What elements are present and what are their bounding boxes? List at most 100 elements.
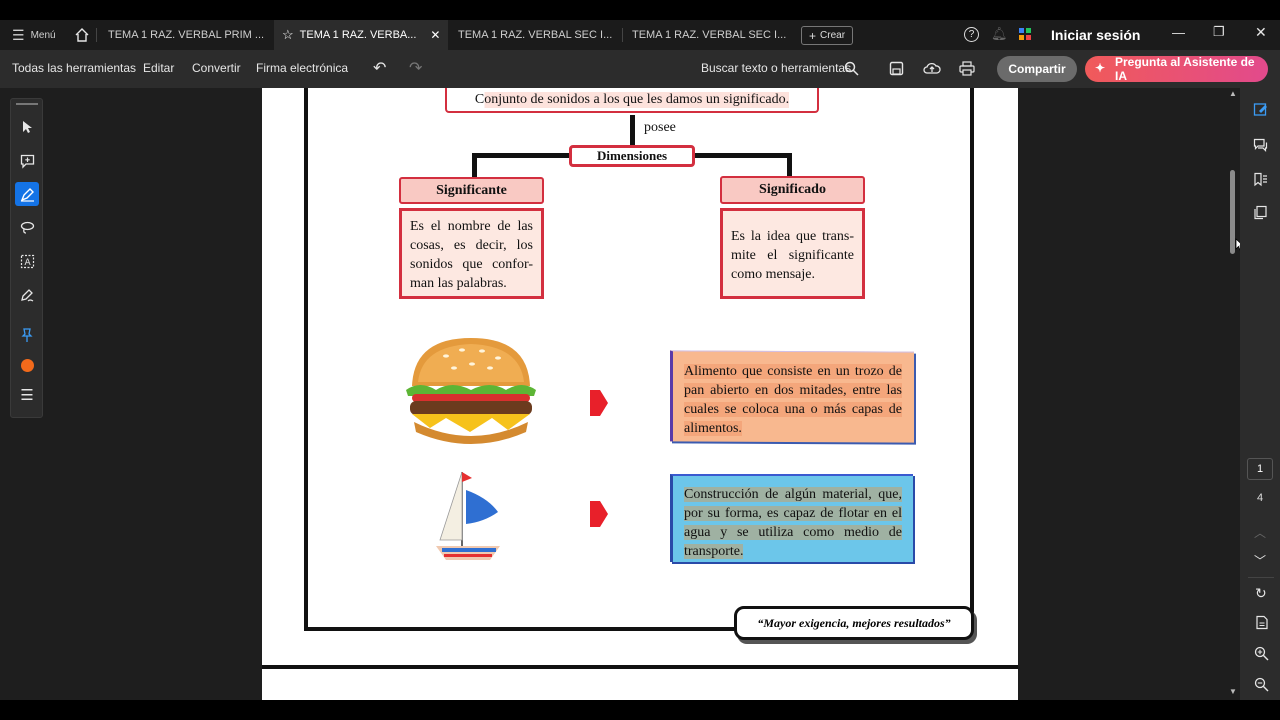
- color-picker-icon[interactable]: [15, 353, 39, 377]
- edit-pdf-icon[interactable]: [1248, 98, 1272, 120]
- signifier-title: Significante: [436, 182, 507, 198]
- burger-definition-text: Alimento que consiste en un trozo de pan…: [684, 364, 902, 436]
- signified-title: Significado: [759, 182, 826, 197]
- refresh-icon[interactable]: ↻: [1255, 585, 1267, 601]
- tab-divider: [96, 28, 97, 42]
- search-icon[interactable]: [844, 61, 859, 76]
- panel-grip: [16, 103, 38, 105]
- connector-right-horizontal: [692, 153, 792, 158]
- dimensions-header: Dimensiones: [569, 145, 695, 167]
- motto-text: “Mayor exigencia, mejores resultados”: [757, 615, 951, 630]
- quick-tools-panel: A ☰: [10, 98, 43, 418]
- comments-icon[interactable]: [1248, 134, 1272, 156]
- hamburger-image: [406, 338, 536, 444]
- share-button[interactable]: Compartir: [997, 56, 1077, 82]
- signified-text: Es la idea que trans-mite el significant…: [731, 229, 854, 282]
- pdf-page: Conjunto de sonidos a los que les damos …: [262, 88, 1018, 700]
- minimize-icon[interactable]: —: [1172, 25, 1185, 40]
- more-tools-icon[interactable]: ☰: [20, 387, 34, 404]
- bookmarks-icon[interactable]: [1248, 168, 1272, 190]
- save-icon[interactable]: [889, 61, 904, 76]
- motto-banner: “Mayor exigencia, mejores resultados”: [734, 606, 974, 640]
- undo-icon[interactable]: ↶: [373, 60, 387, 77]
- svg-text:A: A: [24, 258, 31, 268]
- page-break: [262, 665, 1018, 669]
- connector-left-horizontal: [472, 153, 572, 158]
- tab-label: TEMA 1 RAZ. VERBA...: [299, 29, 417, 41]
- page-frame: [304, 88, 974, 631]
- tab-label: TEMA 1 RAZ. VERBAL PRIM ...: [108, 29, 265, 41]
- bell-icon[interactable]: 🔔︎: [991, 26, 1008, 41]
- right-panel-rail: [1240, 88, 1280, 700]
- close-tab-icon[interactable]: ✕: [430, 28, 441, 42]
- zoom-in-icon[interactable]: [1254, 646, 1269, 661]
- pages-icon[interactable]: [1248, 201, 1272, 223]
- top-definition-box: Conjunto de sonidos a los que les damos …: [445, 88, 819, 113]
- apps-grid-icon[interactable]: [1018, 27, 1033, 42]
- create-label: Crear: [820, 30, 846, 41]
- tab-divider: [622, 28, 623, 42]
- signifier-header: Significante: [399, 177, 544, 204]
- highlight-pen-icon[interactable]: [15, 182, 39, 206]
- add-comment-icon[interactable]: [15, 149, 39, 173]
- tab-4[interactable]: TEMA 1 RAZ. VERBAL SEC I...: [624, 20, 796, 50]
- page-file-icon[interactable]: [1255, 615, 1269, 630]
- ai-assistant-label: Pregunta al Asistente de IA: [1115, 55, 1255, 83]
- menu-label: Menú: [30, 29, 56, 41]
- sign-pen-icon[interactable]: [15, 283, 39, 307]
- vertical-scrollbar[interactable]: ▲ ▼: [1227, 88, 1240, 700]
- signin-link[interactable]: Iniciar sesión: [1051, 27, 1141, 43]
- home-button[interactable]: [66, 20, 98, 50]
- menu-button[interactable]: ☰ Menú: [4, 20, 64, 50]
- connector-right-drop: [787, 153, 792, 177]
- sailboat-image: [436, 471, 500, 560]
- current-page-field[interactable]: 1: [1247, 458, 1273, 480]
- prev-page-icon[interactable]: ︿: [1254, 526, 1267, 540]
- signified-body: Es la idea que trans-mite el significant…: [720, 208, 865, 299]
- zoom-out-icon[interactable]: [1254, 677, 1269, 692]
- next-page-icon[interactable]: ﹀: [1254, 554, 1267, 568]
- connector-left-drop: [472, 153, 477, 177]
- pin-icon[interactable]: [15, 323, 39, 347]
- plus-icon: +: [809, 28, 817, 43]
- all-tools-button[interactable]: Todas las herramientas: [12, 61, 137, 75]
- star-icon[interactable]: ☆: [282, 27, 294, 42]
- print-icon[interactable]: [959, 61, 975, 76]
- rail-divider: [1248, 577, 1274, 578]
- home-icon: [75, 28, 89, 42]
- upload-cloud-icon[interactable]: [923, 60, 941, 76]
- scroll-thumb[interactable]: [1230, 170, 1235, 254]
- scroll-up-icon[interactable]: ▲: [1229, 89, 1237, 98]
- restore-icon[interactable]: ❐: [1213, 24, 1225, 39]
- convert-button[interactable]: Convertir: [192, 61, 241, 75]
- redo-icon[interactable]: ↷: [409, 60, 423, 77]
- signifier-text: Es el nombre de las cosas, es decir, los…: [410, 219, 533, 291]
- tab-bar: ☰ Menú TEMA 1 RAZ. VERBAL PRIM ... ☆ TEM…: [0, 20, 1280, 50]
- tab-1[interactable]: TEMA 1 RAZ. VERBAL PRIM ...: [100, 20, 272, 50]
- lasso-draw-icon[interactable]: [15, 215, 39, 239]
- search-tools-button[interactable]: Buscar texto o herramientas: [701, 61, 852, 75]
- signifier-body: Es el nombre de las cosas, es decir, los…: [399, 208, 544, 299]
- hamburger-icon: ☰: [12, 26, 25, 43]
- tab-3[interactable]: TEMA 1 RAZ. VERBAL SEC I...: [450, 20, 622, 50]
- boat-definition: Construcción de algún material, que, por…: [674, 477, 912, 569]
- esign-button[interactable]: Firma electrónica: [256, 61, 349, 75]
- connector-vertical: [630, 115, 635, 145]
- arrow-right-icon: [590, 501, 608, 527]
- bottom-black-bar: [0, 700, 1280, 720]
- help-icon[interactable]: ?: [964, 27, 979, 42]
- select-tool-icon[interactable]: [15, 115, 39, 139]
- tab-2-active[interactable]: ☆ TEMA 1 RAZ. VERBA... ✕: [274, 20, 448, 50]
- os-top-strip: [0, 0, 1280, 20]
- create-button[interactable]: + Crear: [801, 26, 854, 45]
- burger-definition: Alimento que consiste en un trozo de pan…: [674, 354, 912, 446]
- total-pages: 4: [1257, 492, 1264, 504]
- close-window-icon[interactable]: ✕: [1255, 24, 1267, 40]
- tab-label: TEMA 1 RAZ. VERBAL SEC I...: [458, 29, 613, 41]
- edit-button[interactable]: Editar: [143, 61, 175, 75]
- arrow-right-icon: [590, 390, 608, 416]
- text-box-icon[interactable]: A: [15, 249, 39, 273]
- boat-definition-text: Construcción de algún material, que, por…: [684, 487, 902, 559]
- scroll-down-icon[interactable]: ▼: [1229, 687, 1237, 696]
- ai-assistant-button[interactable]: ✦ Pregunta al Asistente de IA: [1085, 55, 1268, 83]
